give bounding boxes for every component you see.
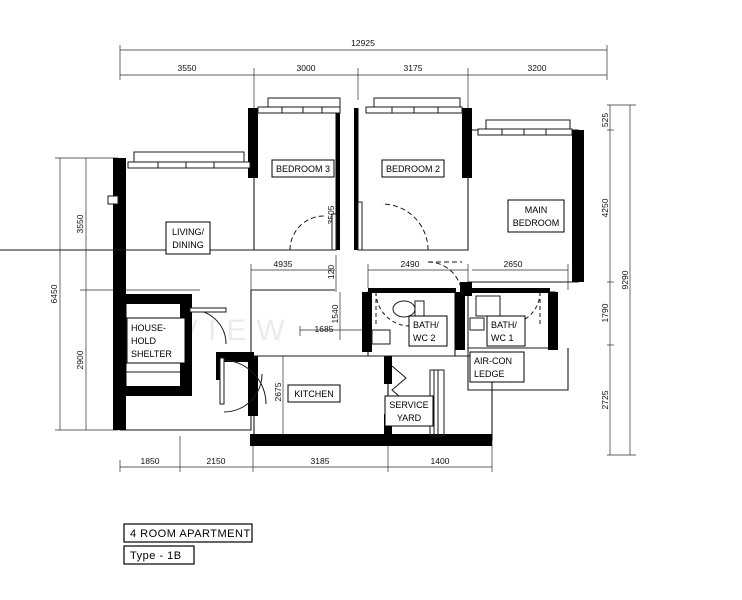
title-line1: 4 ROOM APARTMENT: [130, 528, 251, 540]
svg-text:1400: 1400: [431, 456, 450, 466]
label-kitchen: KITCHEN: [287, 384, 341, 403]
watermark-text: VIEW: [178, 314, 295, 347]
window-bedroom2: [365, 97, 463, 114]
railing-aircon: [468, 348, 569, 391]
svg-text:3505: 3505: [326, 205, 336, 224]
svg-text:2900: 2900: [75, 350, 85, 369]
svg-text:4935: 4935: [274, 259, 293, 269]
ledge-living: [107, 195, 119, 205]
svg-text:2150: 2150: [207, 456, 226, 466]
title-line2: Type - 1B: [130, 550, 182, 562]
svg-text:DINING: DINING: [172, 240, 204, 250]
label-serviceyard: SERVICE YARD: [384, 395, 434, 427]
svg-text:BATH/: BATH/: [413, 320, 439, 330]
svg-text:AIR-CON: AIR-CON: [474, 356, 512, 366]
room-labels: BEDROOM 3 BEDROOM 2 MAIN BEDROOM LIVING/…: [126, 159, 565, 427]
svg-text:6450: 6450: [49, 284, 59, 303]
window-bedroom3: [257, 97, 341, 114]
basin-wc2: [371, 329, 391, 345]
shower-wc1: [469, 317, 485, 331]
svg-text:3000: 3000: [297, 63, 316, 73]
svg-text:3185: 3185: [311, 456, 330, 466]
svg-text:9290: 9290: [620, 270, 630, 289]
door-entrance-3: [223, 373, 263, 413]
label-bathwc1: BATH/ WC 1: [486, 315, 526, 347]
svg-text:12925: 12925: [351, 38, 375, 48]
svg-text:2675: 2675: [273, 382, 283, 401]
basin-wc1: [475, 295, 501, 317]
door-entrance-2: [219, 357, 267, 405]
dimension-lines: [55, 45, 636, 472]
title-block: 4 ROOM APARTMENT Type - 1B: [123, 523, 253, 565]
watermark: VIEW: [178, 314, 295, 347]
window-living: [127, 151, 251, 169]
window-mainbedroom: [477, 119, 573, 136]
door-bedroom2: [357, 201, 429, 251]
svg-text:HOLD: HOLD: [131, 336, 157, 346]
svg-text:HOUSE-: HOUSE-: [131, 323, 166, 333]
svg-text:BEDROOM 2: BEDROOM 2: [386, 164, 440, 174]
svg-text:120: 120: [326, 265, 336, 279]
windows: [127, 97, 573, 169]
svg-text:SHELTER: SHELTER: [131, 349, 172, 359]
svg-text:1540: 1540: [330, 304, 340, 323]
svg-text:525: 525: [600, 113, 610, 127]
svg-text:BATH/: BATH/: [491, 320, 517, 330]
svg-text:2490: 2490: [401, 259, 420, 269]
label-aircon: AIR-CON LEDGE: [469, 351, 525, 383]
svg-text:BEDROOM 3: BEDROOM 3: [276, 164, 330, 174]
toilet-wc2: [392, 300, 425, 318]
svg-text:WC 2: WC 2: [413, 333, 436, 343]
svg-text:2725: 2725: [600, 390, 610, 409]
door-bathwc2: [375, 291, 411, 327]
svg-text:BEDROOM: BEDROOM: [513, 218, 560, 228]
svg-text:MAIN: MAIN: [525, 205, 548, 215]
svg-text:1790: 1790: [600, 303, 610, 322]
label-mainbedroom: MAIN BEDROOM: [507, 199, 565, 233]
svg-text:1685: 1685: [315, 324, 334, 334]
svg-text:WC 1: WC 1: [491, 333, 514, 343]
door-mainbedroom: [427, 261, 463, 297]
svg-text:1850: 1850: [141, 456, 160, 466]
label-shelter: HOUSE- HOLD SHELTER: [126, 317, 186, 364]
door-entrance-1: [189, 307, 227, 345]
label-bathwc2: BATH/ WC 2: [408, 315, 448, 347]
label-bedroom2: BEDROOM 2: [381, 159, 445, 178]
svg-text:3175: 3175: [404, 63, 423, 73]
svg-text:YARD: YARD: [397, 413, 422, 423]
svg-text:LEDGE: LEDGE: [474, 369, 505, 379]
svg-text:4250: 4250: [600, 198, 610, 217]
svg-text:3550: 3550: [75, 214, 85, 233]
label-living: LIVING/ DINING: [165, 221, 211, 255]
dimension-labels: 12925 3550 3000 3175 3200 6450 3550 2900…: [49, 38, 630, 466]
svg-text:KITCHEN: KITCHEN: [294, 389, 334, 399]
label-bedroom3: BEDROOM 3: [271, 159, 335, 178]
svg-text:2650: 2650: [504, 259, 523, 269]
svg-text:3200: 3200: [528, 63, 547, 73]
svg-text:3550: 3550: [178, 63, 197, 73]
svg-text:LIVING/: LIVING/: [172, 227, 205, 237]
svg-text:SERVICE: SERVICE: [389, 400, 428, 410]
